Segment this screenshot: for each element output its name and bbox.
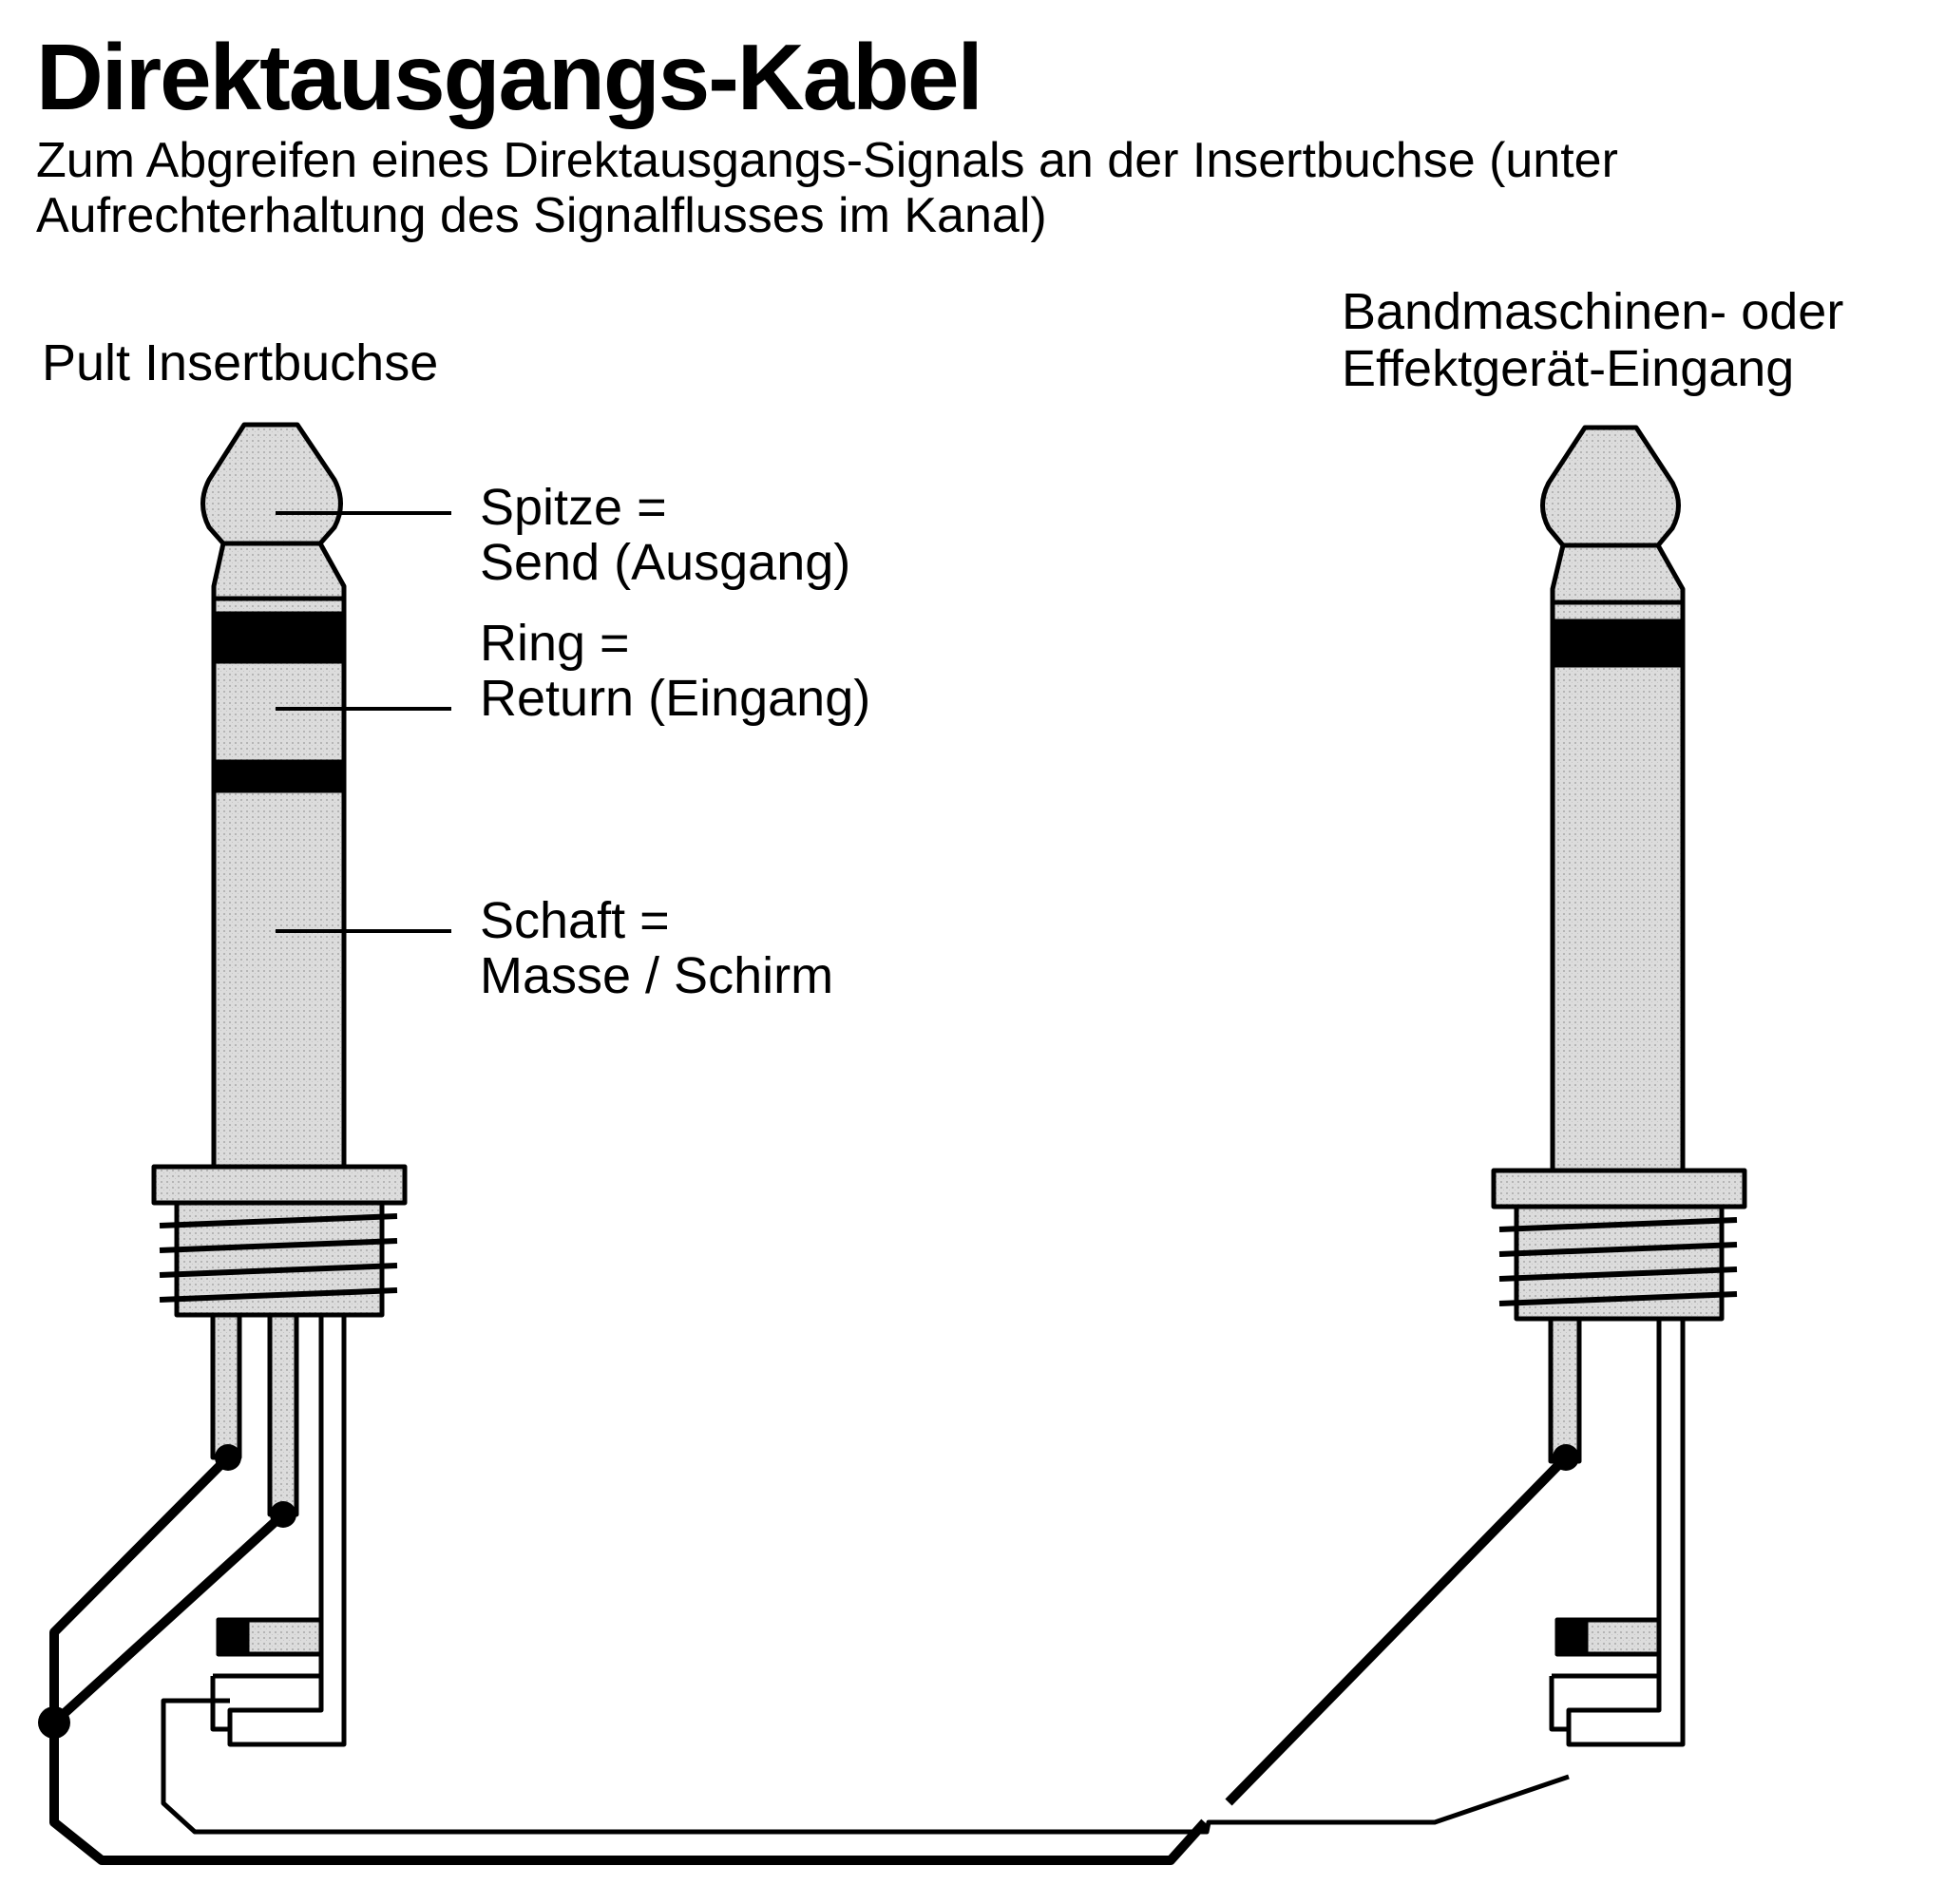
right-heading-line2: Effektgerät-Eingang <box>1342 340 1795 397</box>
cable-wiring <box>38 1444 1587 1865</box>
right-tip-lug <box>1548 1316 1582 1464</box>
left-plug-heading: Pult Insertbuchse <box>42 334 439 391</box>
left-plug-thread-lines <box>159 1213 398 1303</box>
ring-wire <box>50 1511 287 1726</box>
right-ts-plug <box>1491 425 1747 1747</box>
left-plug-tip-cone <box>211 541 347 601</box>
tip-label-line1: Spitze = <box>480 479 667 536</box>
left-sleeve-lug <box>227 1312 347 1747</box>
left-plug-collar <box>151 1164 408 1206</box>
sleeve-label-line1: Schaft = <box>480 892 670 949</box>
ring-label-line1: Ring = <box>480 615 630 672</box>
return-to-input-wire <box>1225 1454 1570 1806</box>
left-ring-lug <box>267 1312 299 1517</box>
left-plug-ring <box>211 658 347 765</box>
right-plug-insulator-1 <box>1550 600 1686 624</box>
left-sleeve-clamp <box>210 1673 321 1732</box>
left-plug-sleeve <box>211 788 347 1170</box>
right-plug-tip-cone <box>1550 543 1686 605</box>
right-heading-line1: Bandmaschinen- oder <box>1342 283 1844 340</box>
left-ring-solder-joint <box>270 1501 296 1528</box>
right-tip-solder-joint <box>1553 1444 1579 1471</box>
sleeve-label-line2: Masse / Schirm <box>480 947 834 1004</box>
left-shield-solder-joint <box>222 1623 249 1649</box>
right-plug-collar <box>1491 1168 1747 1209</box>
tip-label-line2: Send (Ausgang) <box>480 534 851 591</box>
left-tip-solder-joint <box>215 1444 241 1471</box>
diagram-title: Direktausgangs-Kabel <box>36 25 983 129</box>
right-shield-solder-joint <box>1560 1623 1587 1649</box>
ring-label-line2: Return (Eingang) <box>480 670 871 727</box>
left-trs-plug <box>151 422 408 1747</box>
bridge-solder-joint <box>38 1706 70 1739</box>
left-label-pointers <box>276 511 451 933</box>
left-tip-lug <box>210 1312 242 1460</box>
right-plug-thread-lines <box>1498 1217 1738 1306</box>
sleeve-label: Schaft = Masse / Schirm <box>480 893 833 1003</box>
right-sleeve-lug <box>1566 1316 1686 1747</box>
diagram-subtitle: Zum Abgreifen eines Direktausgangs-Signa… <box>36 133 1618 243</box>
shield-wire <box>161 1698 1570 1835</box>
right-plug-insulator-band <box>1550 619 1686 668</box>
right-plug-sleeve <box>1550 662 1686 1173</box>
tip-label: Spitze = Send (Ausgang) <box>480 480 850 590</box>
left-plug-insulator-band-1 <box>211 611 347 664</box>
right-plug-heading: Bandmaschinen- oder Effektgerät-Eingang <box>1342 283 1843 397</box>
right-plug-tip <box>1540 425 1681 548</box>
left-plug-tip <box>200 422 343 546</box>
send-wire-hot <box>49 1454 1209 1865</box>
left-plug-insulator-band-2 <box>211 759 347 793</box>
ring-label: Ring = Return (Eingang) <box>480 616 870 726</box>
right-sleeve-clamp <box>1549 1673 1659 1732</box>
